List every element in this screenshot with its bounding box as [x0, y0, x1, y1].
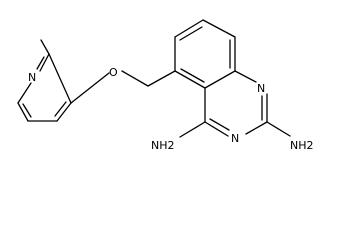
bond-methyl	[40, 39, 50, 55]
bond-pm-n3-c4-inner	[209, 118, 230, 131]
bond-bz-c8a-c4a	[204, 70, 236, 89]
bond-c3-o	[70, 72, 110, 104]
bond-py-c4-c3	[56, 102, 72, 122]
bond-bz-c4a-c5	[174, 70, 206, 89]
bond-bz-c6-c7	[174, 19, 204, 38]
atom-ether-o: O	[109, 66, 118, 79]
bond-py-c6-c5	[17, 102, 29, 122]
atom-amine-2: NH2	[290, 139, 314, 152]
bond-bz-c4a-c5-inner	[180, 68, 205, 83]
bond-pm-c2-n3	[245, 121, 268, 135]
atom-quinazoline-n1: N	[257, 82, 265, 95]
molecule-svg: N O N N NH2 NH2	[17, 19, 314, 152]
bond-py-c2-n1-inner	[36, 56, 45, 70]
bond-py-c4-c3-inner	[54, 101, 67, 117]
bond-bz-c7-c8	[202, 19, 236, 38]
bonds	[17, 19, 291, 138]
bond-pm-c8a-n1	[234, 70, 257, 83]
bond-py-c2-n1	[39, 53, 50, 72]
bond-bz-c6-c7-inner	[179, 26, 203, 41]
atom-pyridine-n: N	[28, 71, 36, 84]
atom-amine-4: NH2	[151, 139, 175, 152]
bond-pm-n3-c4	[204, 121, 229, 137]
bond-c4-nh2	[179, 121, 206, 138]
bond-c2-nh2	[266, 121, 291, 137]
bond-py-c6-c5-inner	[22, 103, 32, 118]
bond-ch2-c5	[147, 70, 176, 87]
bond-py-n1-c6	[17, 82, 32, 104]
structure-diagram: N O N N NH2 NH2	[17, 19, 314, 152]
bond-o-ch2	[121, 70, 149, 87]
atom-quinazoline-n3: N	[231, 132, 239, 145]
bond-py-c3-c2	[48, 53, 72, 104]
atom-labels: N O N N NH2 NH2	[28, 66, 314, 152]
